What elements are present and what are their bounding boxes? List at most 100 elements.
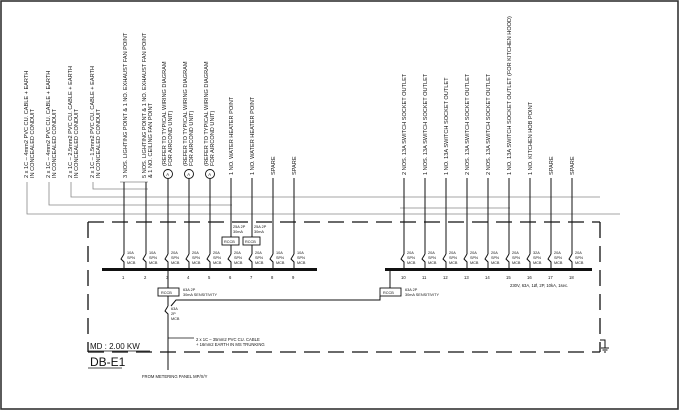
circuit-18[interactable]: 20A SPN MCB 18 SPARE	[568, 156, 584, 280]
cable-label: IN CONCEALED CONDUIT	[52, 108, 58, 178]
svg-text:RCCB: RCCB	[245, 240, 256, 244]
db-title: DB-E1	[90, 355, 126, 369]
svg-text:2 NOS. 13A SWITCH SOCKET OUTLE: 2 NOS. 13A SWITCH SOCKET OUTLET	[486, 73, 492, 175]
svg-text:SPN: SPN	[554, 256, 562, 260]
svg-text:2 NOS. 13A SWITCH SOCKET OUTLE: 2 NOS. 13A SWITCH SOCKET OUTLET	[465, 73, 471, 175]
svg-text:SPN: SPN	[512, 256, 520, 260]
busbar-right	[385, 268, 592, 271]
svg-text:SPN: SPN	[491, 256, 499, 260]
cable-spec-labels: 2 x 1C – 4mm2 PVC CU. CABLE + EARTH IN C…	[24, 66, 102, 178]
svg-text:(REFER TO TYPICAL WIRING DIAGR: (REFER TO TYPICAL WIRING DIAGRAM	[183, 61, 189, 166]
cable-leader-lines	[26, 181, 620, 215]
svg-text:SPN: SPN	[470, 256, 478, 260]
svg-text:12: 12	[443, 275, 448, 280]
circuit-7[interactable]: RCCB 25A 2P 30mA 20A SPN MCB 7 1 NO. WAT…	[242, 96, 267, 280]
svg-text:32A: 32A	[533, 251, 540, 255]
svg-text:20A: 20A	[171, 251, 178, 255]
svg-text:SPN: SPN	[213, 256, 221, 260]
svg-text:25A 2P: 25A 2P	[254, 225, 267, 229]
svg-text:SPARE: SPARE	[292, 156, 298, 175]
svg-text:4: 4	[187, 275, 190, 280]
circuit-15[interactable]: 20A SPN MCB 15 1 NO. 13A SWITCH SOCKET O…	[505, 16, 521, 280]
circuits-right: 20A SPN MCB 10 2 NOS. 13A SWITCH SOCKET …	[400, 16, 584, 288]
svg-text:20A: 20A	[213, 251, 220, 255]
svg-text:SPN: SPN	[575, 256, 583, 260]
circuit-4[interactable]: A 20A SPN MCB 4 (REFER TO TYPICAL WIRING…	[183, 61, 201, 280]
circuit-2[interactable]: 10A SPN MCB 2 5 NOS. LIGHTING POINT & 1 …	[142, 32, 158, 280]
svg-text:SPN: SPN	[276, 256, 284, 260]
svg-text:1 NO. WATER HEATER POINT: 1 NO. WATER HEATER POINT	[229, 96, 235, 175]
svg-text:13: 13	[464, 275, 469, 280]
svg-text:1 NOS. 13A SWITCH SOCKET OUTLE: 1 NOS. 13A SWITCH SOCKET OUTLET	[423, 73, 429, 175]
circuit-description: 5 NOS. LIGHTING POINT & 1 NO. EXHAUST FA…	[142, 32, 148, 178]
cable-label: 2 x 1C – 4mm2 PVC CU. CABLE + EARTH	[46, 71, 52, 178]
svg-text:MCB: MCB	[234, 261, 243, 265]
circuit-6[interactable]: RCCB 25A 2P 30mA 20A SPN MCB 6 1 NO. WAT…	[221, 96, 246, 280]
svg-text:8: 8	[271, 275, 274, 280]
svg-text:30mA: 30mA	[254, 230, 264, 234]
svg-text:10A: 10A	[127, 251, 134, 255]
svg-text:RCCB: RCCB	[383, 291, 394, 295]
svg-text:FOR AIRCOND UNIT): FOR AIRCOND UNIT)	[189, 111, 195, 166]
circuit-17[interactable]: 20A SPN MCB 17 SPARE	[547, 156, 563, 280]
circuit-11[interactable]: 20A SPN MCB 11 1 NOS. 13A SWITCH SOCKET …	[421, 73, 437, 280]
svg-text:10A: 10A	[149, 251, 156, 255]
incoming-from-label: FROM METERING PANEL MP/X/Y	[142, 374, 208, 379]
svg-text:MCB: MCB	[192, 261, 201, 265]
svg-text:63A 2P: 63A 2P	[183, 288, 196, 292]
svg-text:20A: 20A	[449, 251, 456, 255]
svg-text:MCB: MCB	[407, 261, 416, 265]
svg-text:30mA SENSITIVITY: 30mA SENSITIVITY	[183, 293, 217, 297]
svg-text:2: 2	[144, 275, 147, 280]
svg-text:MCB: MCB	[470, 261, 479, 265]
svg-text:20A: 20A	[407, 251, 414, 255]
svg-text:SPN: SPN	[171, 256, 179, 260]
svg-text:20A: 20A	[428, 251, 435, 255]
circuits-left: 10A SPN MCB 1 3 NOS. LIGHTING POINT & 1 …	[120, 32, 306, 280]
svg-text:20A: 20A	[575, 251, 582, 255]
svg-text:5: 5	[208, 275, 211, 280]
svg-text:30mA SENSITIVITY: 30mA SENSITIVITY	[405, 293, 439, 297]
circuit-5[interactable]: A 20A SPN MCB 5 (REFER TO TYPICAL WIRING…	[204, 61, 222, 280]
svg-text:MCB: MCB	[149, 261, 158, 265]
svg-text:11: 11	[422, 275, 427, 280]
db-enclosure	[87, 221, 601, 353]
busbar-left	[102, 268, 317, 271]
svg-text:(REFER TO TYPICAL WIRING DIAGR: (REFER TO TYPICAL WIRING DIAGRAM	[204, 61, 210, 166]
svg-text:FOR AIRCOND UNIT): FOR AIRCOND UNIT)	[210, 111, 216, 166]
circuit-14[interactable]: 20A SPN MCB 14 2 NOS. 13A SWITCH SOCKET …	[484, 73, 500, 280]
svg-text:MCB: MCB	[255, 261, 264, 265]
circuit-16[interactable]: 32A SPN MCB 16 1 NO. KITCHEN HOB POINT	[526, 101, 542, 280]
max-demand-label: MD : 2.00 KW	[90, 342, 140, 351]
svg-text:MCB: MCB	[127, 261, 136, 265]
circuit-10[interactable]: 20A SPN MCB 10 2 NOS. 13A SWITCH SOCKET …	[400, 73, 416, 280]
circuit-1[interactable]: 10A SPN MCB 1 3 NOS. LIGHTING POINT & 1 …	[120, 32, 136, 280]
circuit-9[interactable]: 10A SPN MCB 9 SPARE	[290, 156, 306, 280]
svg-text:MCB: MCB	[512, 261, 521, 265]
svg-text:63A 2P: 63A 2P	[405, 288, 418, 292]
circuit-8[interactable]: 10A SPN MCB 8 SPARE	[269, 156, 285, 280]
circuit-3[interactable]: A 20A SPN MCB 3 (REFER TO TYPICAL WIRING…	[162, 61, 180, 280]
svg-text:A: A	[166, 172, 169, 177]
cable-label: 2 x 1C – 4mm2 PVC CU. CABLE + EARTH	[24, 71, 30, 178]
svg-text:MCB: MCB	[297, 261, 306, 265]
svg-text:20A: 20A	[470, 251, 477, 255]
svg-text:RCCB: RCCB	[224, 240, 235, 244]
svg-text:1 NO. 13A SWITCH SOCKET OUTLET: 1 NO. 13A SWITCH SOCKET OUTLET	[444, 77, 450, 175]
svg-text:10A: 10A	[297, 251, 304, 255]
svg-text:SPN: SPN	[449, 256, 457, 260]
svg-text:SPN: SPN	[192, 256, 200, 260]
circuit-description: & 1 NO. CEILING FAN POINT	[148, 103, 154, 178]
circuit-description: 3 NOS. LIGHTING POINT & 1 NO. EXHAUST FA…	[123, 32, 129, 178]
svg-text:14: 14	[485, 275, 490, 280]
svg-text:2P: 2P	[171, 312, 176, 316]
svg-text:2 NOS. 13A SWITCH SOCKET OUTLE: 2 NOS. 13A SWITCH SOCKET OUTLET	[402, 73, 408, 175]
svg-text:SPN: SPN	[533, 256, 541, 260]
svg-text:16: 16	[527, 275, 532, 280]
earth-icon	[600, 339, 609, 353]
svg-text:(REFER TO TYPICAL WIRING DIAGR: (REFER TO TYPICAL WIRING DIAGRAM	[162, 61, 168, 166]
svg-text:MCB: MCB	[171, 317, 180, 321]
circuit-13[interactable]: 20A SPN MCB 13 2 NOS. 13A SWITCH SOCKET …	[463, 73, 479, 280]
circuit-12[interactable]: 20A SPN MCB 12 1 NO. 13A SWITCH SOCKET O…	[442, 77, 458, 280]
